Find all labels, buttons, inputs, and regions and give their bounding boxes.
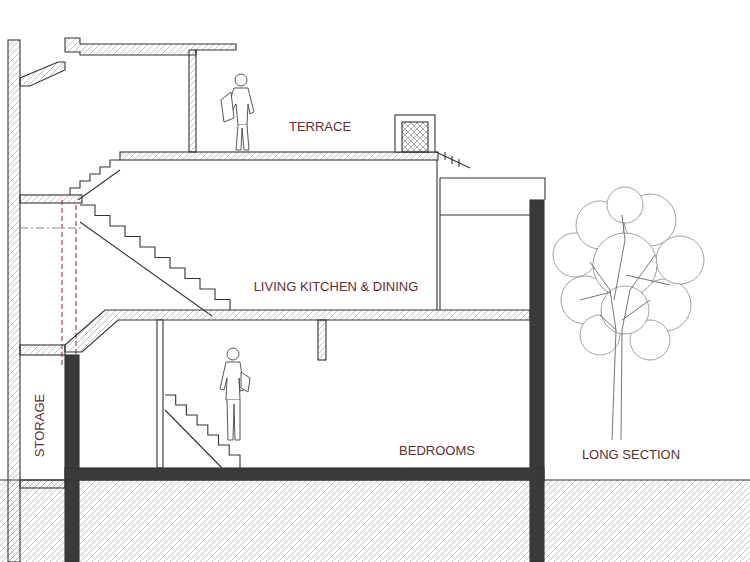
room-label: LIVING KITCHEN & DINING	[252, 280, 421, 295]
room-label: STORAGE	[34, 391, 49, 458]
drawing-title: LONG SECTION	[580, 448, 682, 463]
room-label: BEDROOMS	[397, 444, 477, 459]
room-label: TERRACE	[287, 120, 353, 135]
